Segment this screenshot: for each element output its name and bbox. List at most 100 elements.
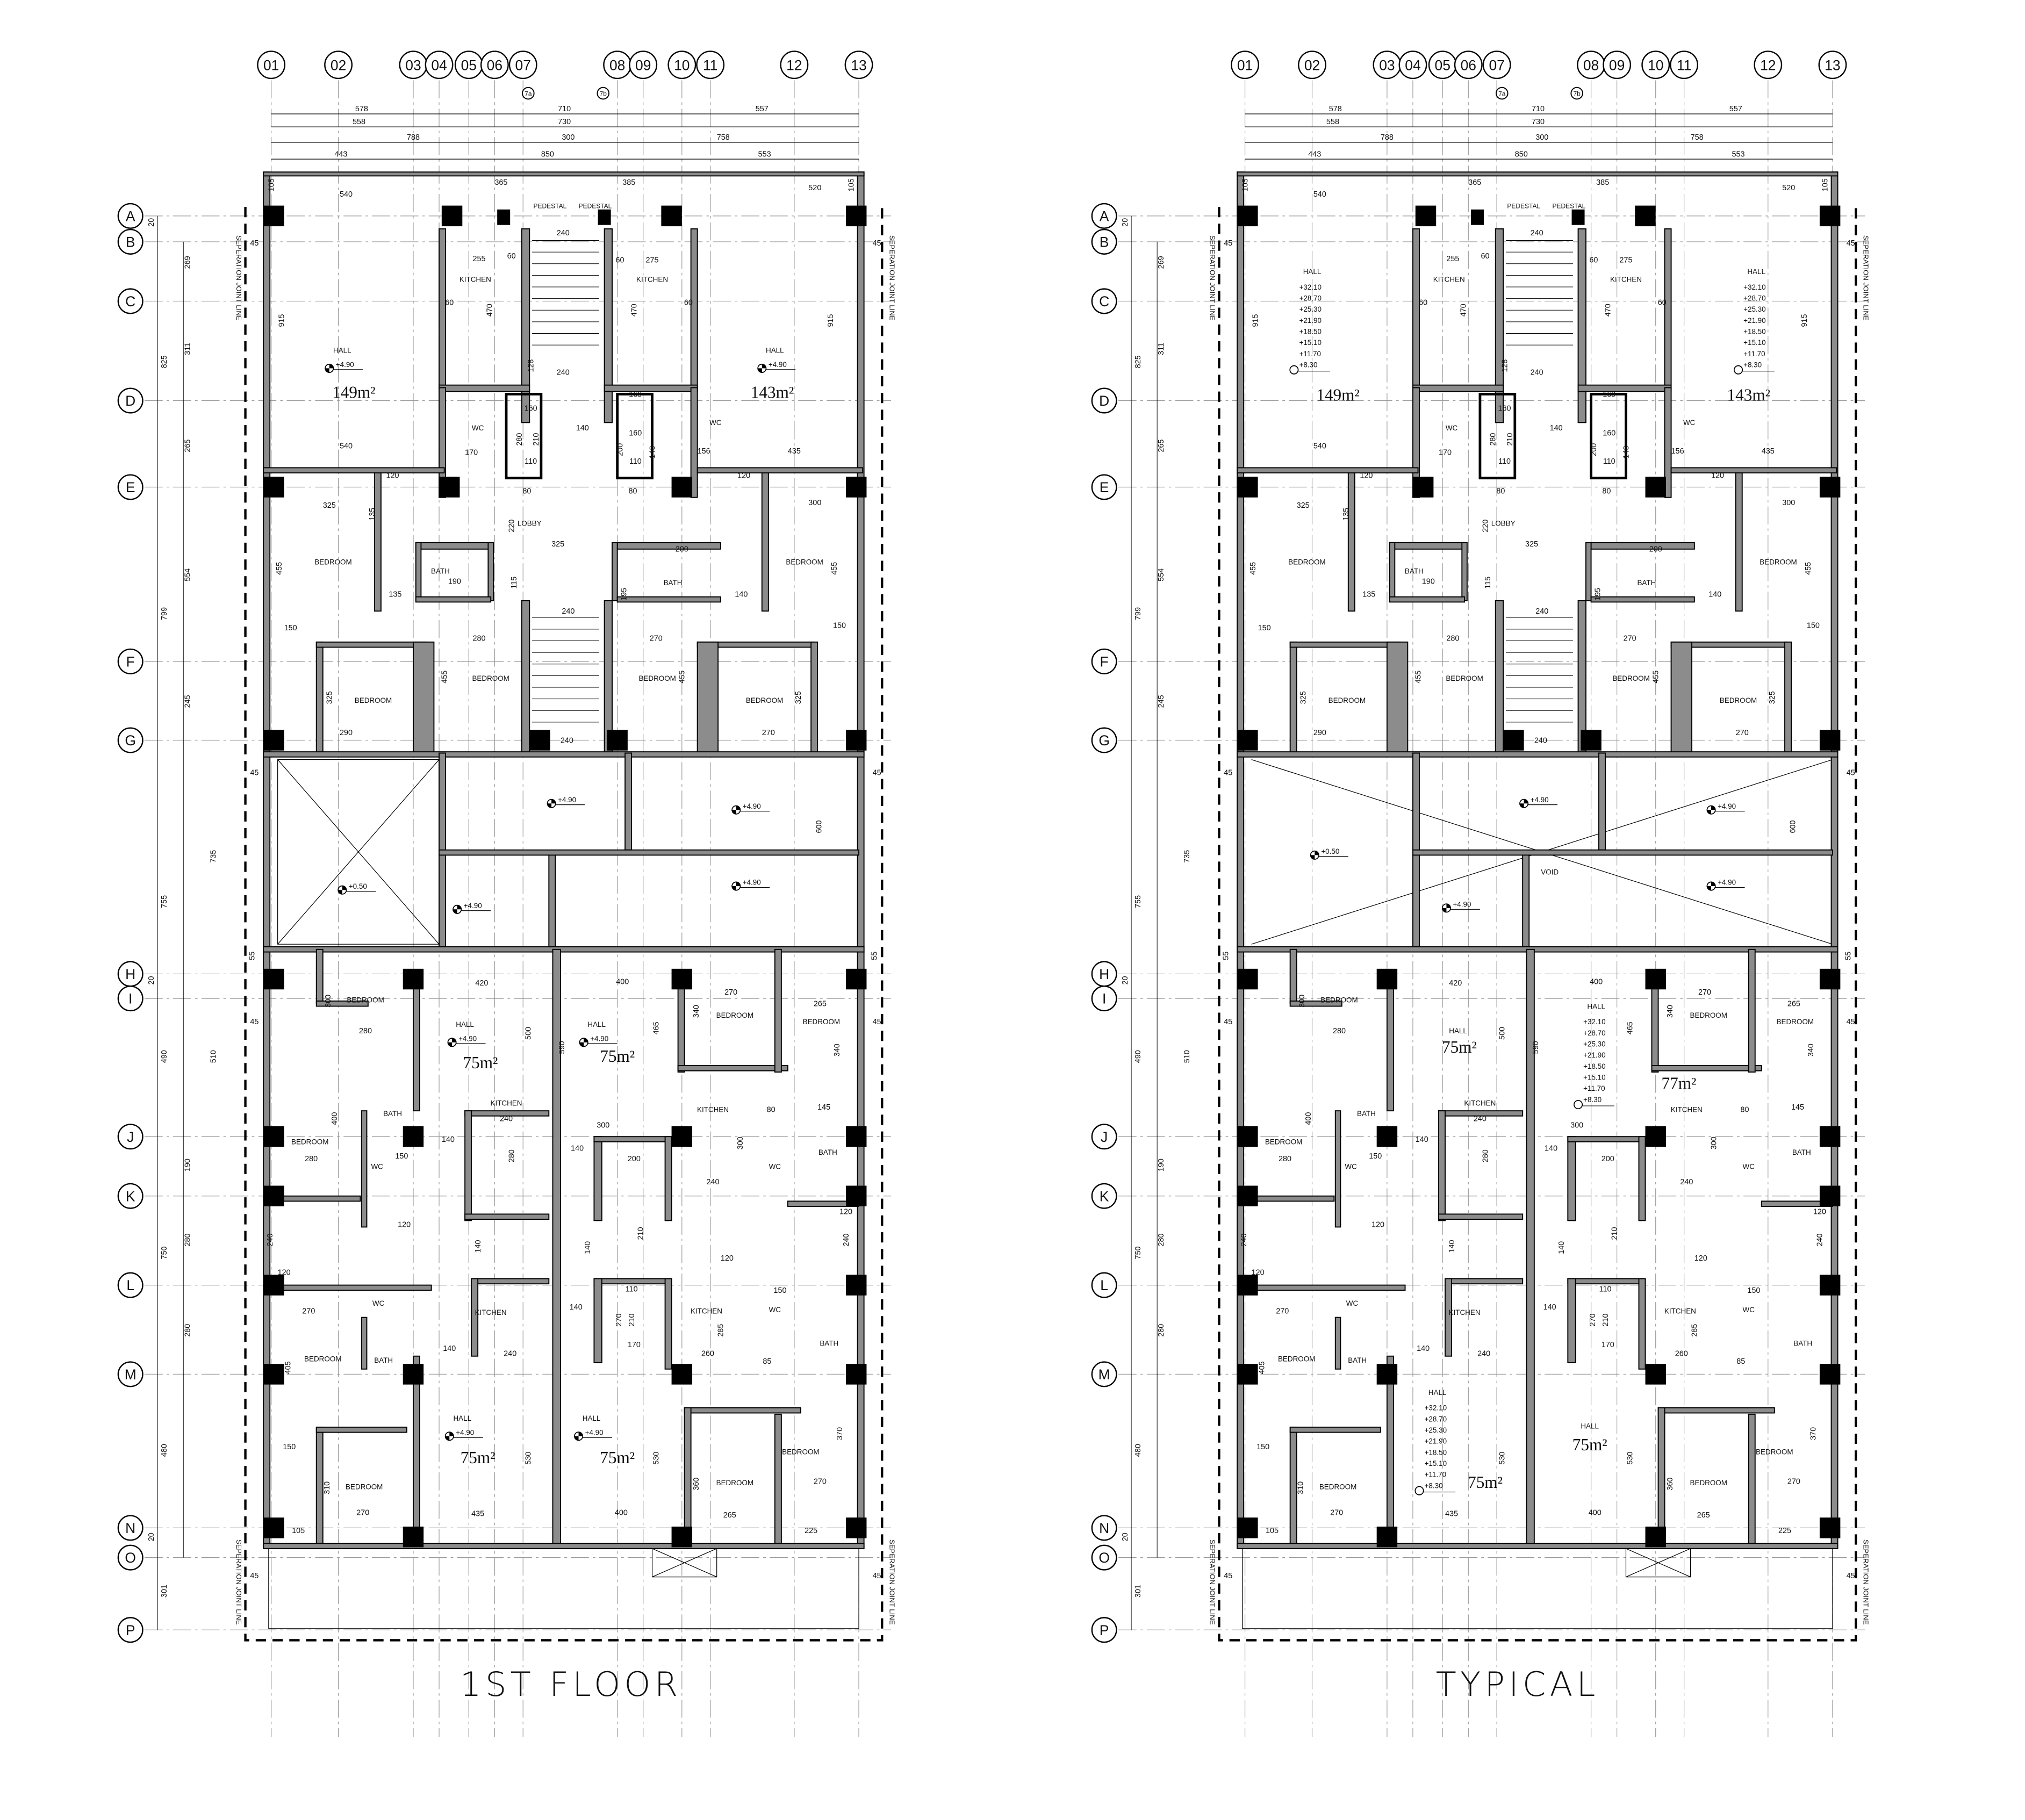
wall (1598, 752, 1606, 851)
grid-label-row: E (1100, 479, 1109, 495)
room-label: HALL (1747, 268, 1765, 276)
dimension-text: 45 (873, 768, 881, 777)
dimension-text: 45 (250, 1572, 258, 1580)
dimension-text: 405 (1258, 1361, 1267, 1374)
structural-column (1376, 1526, 1398, 1548)
room-label: BEDROOM (1265, 1138, 1302, 1146)
dimension-text: 325 (1297, 501, 1310, 510)
wall (1670, 467, 1837, 474)
dimension-text: 240 (561, 736, 573, 745)
room-label: BATH (374, 1356, 393, 1364)
dimension-text: 301 (1134, 1585, 1143, 1598)
level-marker-fill (579, 1038, 588, 1047)
grid-bubble-row (1091, 985, 1117, 1012)
dimension-text: 150 (1807, 621, 1820, 630)
light-well-cross (277, 759, 440, 945)
dimension-text: 275 (646, 256, 659, 264)
dimension-text: 20 (1121, 1533, 1130, 1541)
room-label: BEDROOM (782, 1448, 819, 1456)
room-level: +28.70 (1425, 1415, 1447, 1423)
wall (1334, 1317, 1341, 1370)
structural-column (263, 1364, 284, 1385)
dimension-text: 540 (1313, 442, 1326, 450)
grid-bubble-row (1091, 648, 1117, 674)
room-label: BEDROOM (746, 696, 783, 704)
dimension-text: 240 (1477, 1350, 1490, 1358)
room-level: +11.70 (1583, 1084, 1605, 1092)
room-label: KITCHEN (636, 275, 668, 283)
level-marker-fill (574, 1432, 583, 1441)
room-label: WC (371, 1162, 383, 1170)
room-level: +32.10 (1583, 1018, 1605, 1026)
level-marker-icon (1289, 365, 1299, 375)
dimension-text: 455 (1804, 562, 1813, 575)
room-level: +32.10 (1743, 283, 1765, 291)
dimension-text: 225 (805, 1527, 817, 1535)
dimension-text: 730 (1532, 118, 1545, 126)
dimension-text: 340 (692, 1005, 701, 1018)
structural-column (1237, 968, 1258, 990)
dimension-text: 150 (395, 1152, 408, 1161)
room-label: WC (769, 1162, 781, 1170)
dimension-text: 435 (471, 1510, 484, 1519)
dimension-text: 360 (692, 1478, 701, 1491)
room-label: BEDROOM (1777, 1018, 1814, 1026)
grid-bubble-subcolumn (1495, 87, 1509, 100)
structural-column (846, 1364, 867, 1385)
structural-column (263, 1275, 284, 1296)
room-label: WC (709, 419, 722, 427)
dimension-text: 60 (684, 299, 693, 307)
dimension-text: 710 (1532, 105, 1545, 113)
dimension-text: 60 (1658, 299, 1667, 307)
dimension-text: 280 (183, 1233, 192, 1246)
structural-column (1819, 1185, 1841, 1207)
dimension-text: 325 (1768, 691, 1777, 704)
grid-label-row: N (125, 1520, 135, 1536)
room-area: 75m² (600, 1448, 635, 1467)
dimension-text: 540 (340, 190, 353, 199)
dimension-text: 758 (717, 133, 730, 142)
structural-column (607, 730, 628, 751)
structural-column (1581, 730, 1602, 751)
floor-level: +4.90 (743, 802, 761, 810)
dimension-text: 285 (1691, 1324, 1699, 1337)
separation-joint-label: SEPERATION JOINT LINE (235, 235, 243, 321)
wall (1347, 471, 1355, 612)
room-area: 149m² (332, 383, 375, 402)
structural-column (1819, 1275, 1841, 1296)
dimension-text: 245 (1157, 695, 1166, 708)
room-level: +28.70 (1743, 294, 1765, 302)
wall (1237, 171, 1839, 177)
structural-column (671, 968, 693, 990)
pedestal-block (1571, 209, 1585, 225)
grid-label-row: F (126, 654, 135, 670)
room-level: +32.10 (1299, 283, 1321, 291)
room-label: LOBBY (1491, 520, 1516, 528)
wall (1638, 1278, 1646, 1370)
void-label: VOID (1541, 868, 1559, 876)
wall (263, 751, 865, 758)
room-label: BEDROOM (1690, 1479, 1727, 1487)
room-area: 143m² (1727, 385, 1770, 404)
dimension-text: 300 (1298, 995, 1306, 1008)
dimension-text: 788 (1381, 133, 1394, 142)
dimension-text: 480 (160, 1444, 169, 1457)
dimension-text: 140 (1416, 1135, 1428, 1144)
wall (263, 171, 865, 177)
grid-bubble-column (324, 51, 353, 80)
room-label: BATH (1405, 567, 1424, 576)
grid-label-column: 04 (431, 57, 447, 73)
grid-bubble-column (257, 51, 286, 80)
dimension-text: 240 (706, 1178, 719, 1186)
structural-column (1635, 205, 1656, 227)
wall (374, 471, 382, 612)
dimension-text: 110 (629, 457, 642, 466)
structural-column (403, 968, 424, 990)
dimension-text: 140 (1550, 424, 1563, 433)
dimension-text: 825 (160, 355, 169, 368)
shaft-cross (1626, 1548, 1691, 1578)
dimension-text: 55 (1844, 952, 1853, 960)
